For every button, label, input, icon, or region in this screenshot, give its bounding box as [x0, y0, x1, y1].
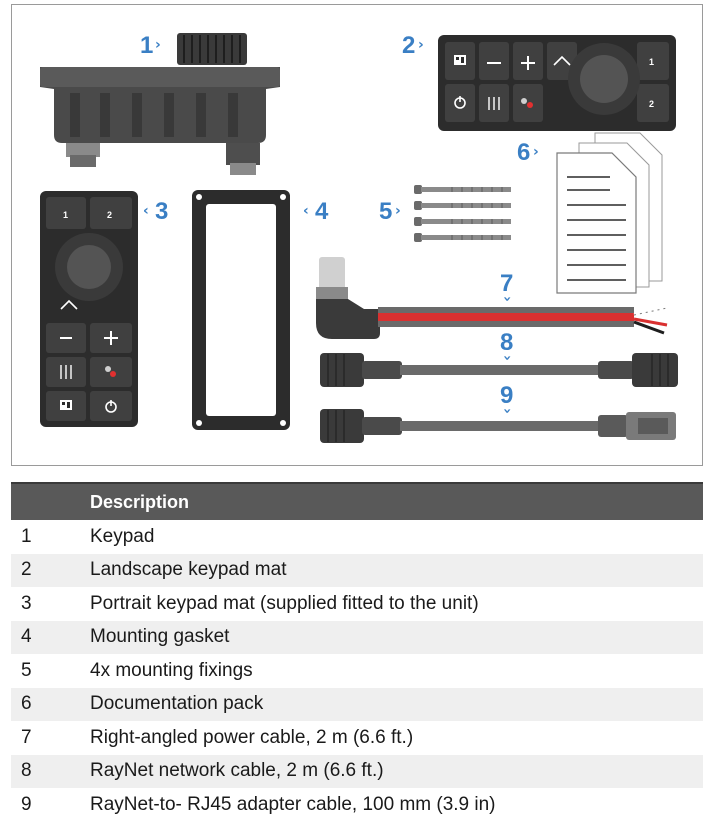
table-row: 9 RayNet-to- RJ45 adapter cable, 100 mm …	[11, 788, 703, 822]
svg-text:›: ›	[155, 37, 161, 53]
item-number: 5	[11, 654, 90, 688]
power-cable-illustration	[316, 257, 668, 339]
landscape-keypad-mat-illustration: 1 2	[438, 35, 676, 131]
svg-text:8: 8	[500, 329, 513, 356]
item-number: 9	[11, 788, 90, 822]
callout-8: 8 ›	[499, 329, 515, 361]
svg-text:4: 4	[315, 198, 329, 225]
table-row: 2 Landscape keypad mat	[11, 553, 703, 587]
svg-text:1: 1	[63, 210, 68, 220]
table-header-row: Description	[11, 482, 703, 520]
item-description: RayNet-to- RJ45 adapter cable, 100 mm (3…	[90, 788, 703, 822]
svg-text:2: 2	[402, 32, 415, 59]
svg-text:6: 6	[517, 139, 530, 166]
callout-9: 9 ›	[499, 382, 515, 414]
item-description: Landscape keypad mat	[90, 553, 703, 587]
callout-5: 5 ›	[379, 198, 401, 225]
item-description: Documentation pack	[90, 687, 703, 721]
svg-text:‹: ‹	[303, 203, 309, 219]
item-number: 6	[11, 687, 90, 721]
table-row: 8 RayNet network cable, 2 m (6.6 ft.)	[11, 754, 703, 788]
svg-text:›: ›	[533, 144, 539, 160]
item-description: Portrait keypad mat (supplied fitted to …	[90, 587, 703, 621]
svg-text:1: 1	[140, 32, 153, 59]
documentation-pack-illustration	[556, 132, 663, 294]
svg-text:›: ›	[418, 37, 424, 53]
item-description: Right-angled power cable, 2 m (6.6 ft.)	[90, 721, 703, 755]
description-column-header: Description	[90, 482, 703, 520]
svg-text:3: 3	[155, 198, 168, 225]
parts-illustration: 1 › 1 2 2 ›	[11, 4, 703, 466]
svg-text:5: 5	[379, 198, 392, 225]
portrait-keypad-mat-illustration: 1 2	[40, 191, 138, 427]
raynet-network-cable-illustration	[320, 353, 678, 387]
item-number: 8	[11, 754, 90, 788]
item-description: Keypad	[90, 520, 703, 554]
svg-text:2: 2	[649, 99, 654, 109]
mounting-fixings-illustration	[414, 185, 511, 242]
parts-table: Description 1 Keypad 2 Landscape keypad …	[11, 482, 703, 822]
callout-4: ‹ 4	[303, 198, 329, 225]
table-row: 6 Documentation pack	[11, 687, 703, 721]
table-row: 7 Right-angled power cable, 2 m (6.6 ft.…	[11, 721, 703, 755]
item-number: 7	[11, 721, 90, 755]
item-description: RayNet network cable, 2 m (6.6 ft.)	[90, 754, 703, 788]
svg-text:‹: ‹	[143, 203, 149, 219]
svg-text:7: 7	[500, 270, 513, 297]
item-number: 4	[11, 620, 90, 654]
svg-text:2: 2	[107, 210, 112, 220]
item-number: 1	[11, 520, 90, 554]
callout-2: 2 ›	[402, 32, 424, 59]
table-row: 1 Keypad	[11, 520, 703, 554]
item-column-header	[11, 482, 90, 520]
item-number: 2	[11, 553, 90, 587]
callout-3: ‹ 3	[143, 198, 168, 225]
item-number: 3	[11, 587, 90, 621]
table-row: 4 Mounting gasket	[11, 620, 703, 654]
callout-1: 1 ›	[140, 32, 161, 59]
keypad-unit-illustration	[40, 33, 280, 175]
svg-text:›: ›	[499, 296, 515, 302]
svg-text:›: ›	[499, 355, 515, 361]
mounting-gasket-illustration	[192, 190, 290, 430]
svg-text:1: 1	[649, 57, 654, 67]
svg-text:›: ›	[499, 408, 515, 414]
svg-text:›: ›	[395, 203, 401, 219]
svg-text:9: 9	[500, 382, 513, 409]
item-description: Mounting gasket	[90, 620, 703, 654]
table-row: 5 4x mounting fixings	[11, 654, 703, 688]
callout-6: 6 ›	[517, 139, 539, 166]
callout-7: 7 ›	[499, 270, 515, 302]
table-row: 3 Portrait keypad mat (supplied fitted t…	[11, 587, 703, 621]
raynet-rj45-adapter-cable-illustration	[320, 409, 676, 443]
item-description: 4x mounting fixings	[90, 654, 703, 688]
